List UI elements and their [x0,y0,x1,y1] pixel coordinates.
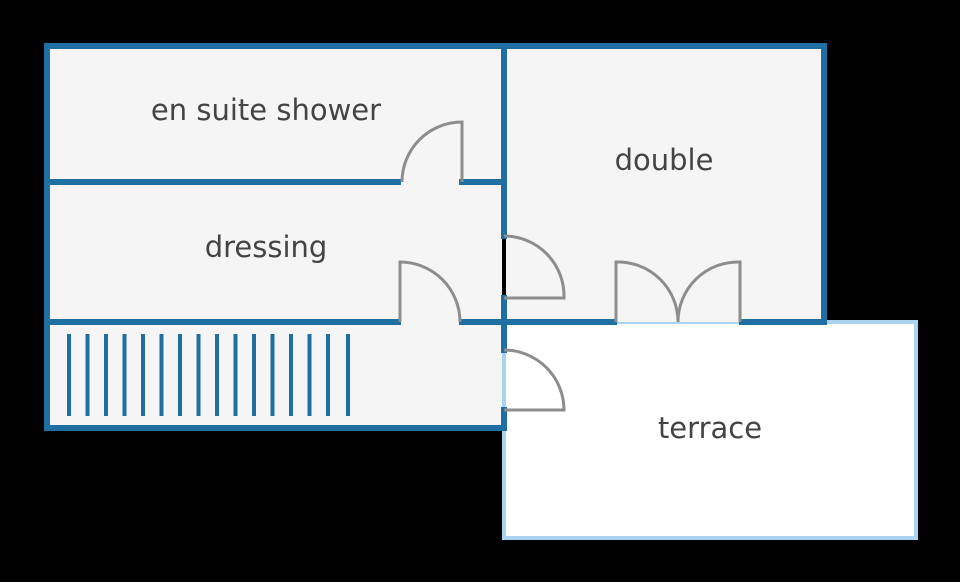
stair-area [50,322,502,426]
door-terrace-right [676,260,742,323]
terrace-label: terrace [658,411,762,445]
door-dressing [398,260,462,323]
walls [44,43,827,431]
double-label: double [615,143,714,177]
door-en-suite [400,120,464,183]
double-room [506,48,822,322]
dressing-label: dressing [205,230,328,264]
en-suite-shower-label: en suite shower [151,93,381,127]
staircase [67,334,350,416]
door-double-left [503,234,566,300]
en-suite-shower-room [50,48,502,182]
dressing-room [50,182,502,322]
terrace-area [502,320,918,540]
doors [398,120,742,412]
door-stairs [503,348,566,412]
door-terrace-left [614,260,680,323]
